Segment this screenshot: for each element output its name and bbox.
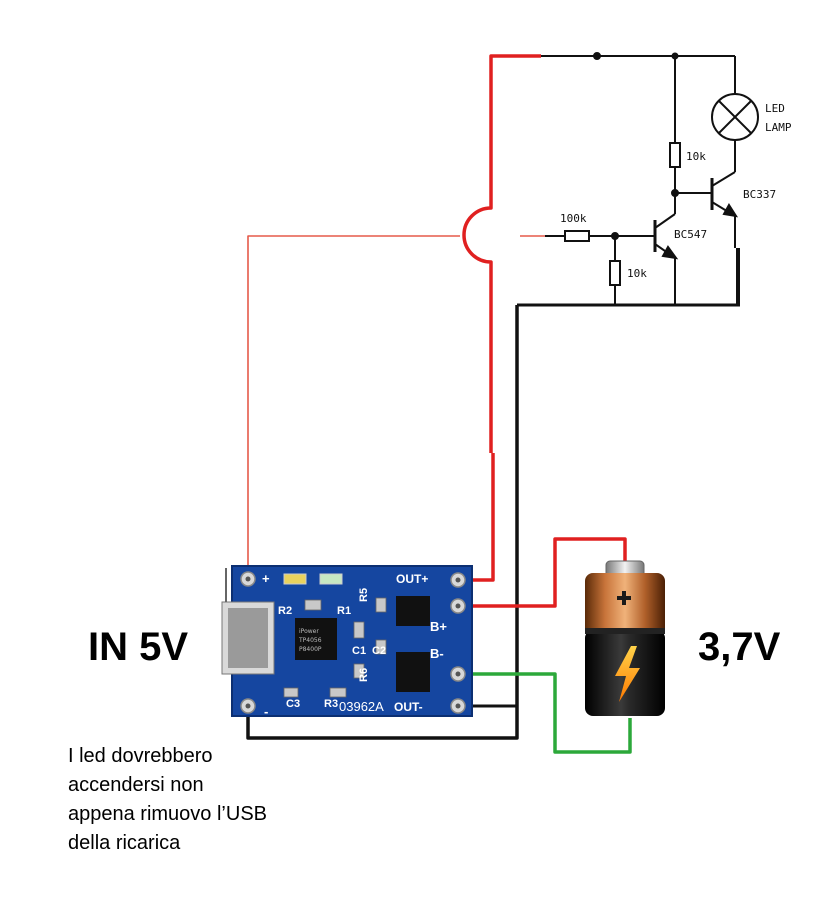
r2-label: R2 <box>278 605 292 617</box>
lamp-label-line1: LED <box>765 102 785 115</box>
bc547-label: BC547 <box>674 228 707 241</box>
red-out-plus-wire <box>458 54 541 582</box>
chip-text-line1: iPower <box>299 628 319 635</box>
bc337-label: BC337 <box>743 188 776 201</box>
chip-text-line2: TP4056 <box>298 637 322 644</box>
thin-red-wire <box>247 235 545 577</box>
red-battery-plus-wire <box>458 537 627 608</box>
note-text: I led dovrebbero accendersi non appena r… <box>68 742 368 858</box>
chip-text-line3: P8400P <box>299 646 322 653</box>
note-line: I led dovrebbero <box>68 745 213 767</box>
r3-label: R3 <box>324 698 338 710</box>
battery-copper-top <box>585 573 665 638</box>
led-lamp-symbol <box>711 93 759 141</box>
green-battery-minus-wire <box>458 672 632 754</box>
bc547-transistor-symbol <box>615 213 679 260</box>
res-top-label: 10k <box>686 150 706 163</box>
input-voltage-label: IN 5V <box>88 625 188 669</box>
note-line: della ricarica <box>68 832 181 854</box>
battery-plus-icon <box>617 591 631 605</box>
junction-dot <box>593 52 601 60</box>
c2-label: C2 <box>372 645 386 657</box>
tp4056-chip <box>295 618 337 660</box>
charger-board: + - OUT+ B+ B- OUT- 03962A R2 R1 R3 C3 C… <box>221 565 473 719</box>
black-ground-wire <box>246 305 519 740</box>
c3-label: C3 <box>286 698 300 710</box>
lamp-label-line2: LAMP <box>765 121 792 134</box>
note-line: appena rimuovo l’USB <box>68 803 267 825</box>
led-red-charging <box>283 573 307 585</box>
mosfet-chip <box>396 652 430 692</box>
c1-label: C1 <box>352 645 366 657</box>
micro-usb-port <box>228 608 268 668</box>
b-plus-label: B+ <box>430 619 447 634</box>
board-plus-label: + <box>262 571 270 586</box>
schematic-labels: LED LAMP BC337 BC547 10k 100k 10k <box>560 102 792 280</box>
out-plus-label: OUT+ <box>396 572 428 586</box>
schematic <box>517 52 759 307</box>
lightning-bolt-icon <box>615 646 640 702</box>
board-model-label: 03962A <box>339 699 384 714</box>
b-minus-label: B- <box>430 646 444 661</box>
battery-3v7 <box>585 560 665 716</box>
resistor-100k <box>564 230 590 242</box>
r6-label: R6 <box>358 668 370 682</box>
led-green-done <box>319 573 343 585</box>
r1-label: R1 <box>337 605 351 617</box>
note-line: accendersi non <box>68 774 204 796</box>
board-minus-label: - <box>264 704 268 719</box>
r5-label: R5 <box>358 588 370 602</box>
protection-ic <box>396 596 430 626</box>
res-base-label: 100k <box>560 212 587 225</box>
resistor-10k-top <box>669 142 681 168</box>
battery-voltage-label: 3,7V <box>698 625 781 669</box>
resistor-10k-bottom <box>609 260 621 286</box>
out-minus-label: OUT- <box>394 700 423 714</box>
res-bottom-label: 10k <box>627 267 647 280</box>
bc337-transistor-symbol <box>675 171 739 218</box>
